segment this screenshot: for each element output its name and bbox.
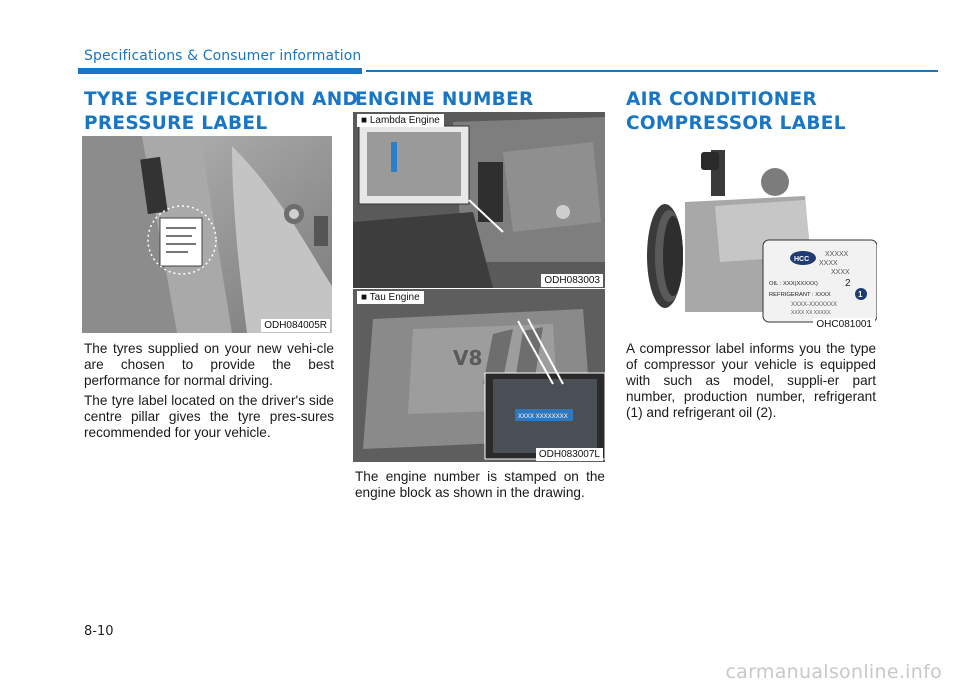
door-pillar-illustration (82, 136, 332, 333)
tyre-label-image: ODH084005R (82, 136, 332, 333)
engine-paragraph: The engine number is stamped on the engi… (355, 469, 605, 500)
header-rule-thin (366, 70, 938, 72)
aircon-heading: AIR CONDITIONER COMPRESSOR LABEL (626, 88, 846, 136)
callout-1: 1 (858, 290, 863, 299)
watermark: carmanualsonline.info (725, 661, 942, 683)
lambda-engine-label: ■ Lambda Engine (357, 114, 444, 127)
compressor-illustration: HCC XXXXX XXXX XXXX OIL : XXX(XXXXX) 2 R… (625, 136, 877, 332)
label-line-3: XXXX (831, 269, 850, 276)
aircon-heading-line1: AIR CONDITIONER (626, 89, 818, 110)
tyre-paragraph-1: The tyres supplied on your new vehi-cle … (84, 341, 334, 388)
header-rule-thick (78, 68, 362, 74)
callout-2: 2 (845, 278, 851, 289)
section-title: Specifications & Consumer information (84, 48, 362, 64)
v8-badge: V8 (453, 346, 482, 370)
aircon-heading-line2: COMPRESSOR LABEL (626, 113, 846, 134)
tyre-heading: TYRE SPECIFICATION AND PRESSURE LABEL (84, 88, 358, 136)
aircon-paragraph: A compressor label informs you the type … (626, 341, 876, 420)
tau-engine-image: V8 XXXX XXXXXXXX ■ Tau Engine ODH083007L (353, 289, 605, 462)
engine-stamp-text: XXXX XXXXXXXX (518, 414, 568, 420)
label-oil: OIL : XXX(XXXXX) (769, 281, 818, 287)
lambda-engine-illustration (353, 112, 605, 288)
engine-heading: ENGINE NUMBER (355, 89, 534, 110)
lambda-engine-image: ■ Lambda Engine ODH083003 (353, 112, 605, 288)
compressor-label-image: HCC XXXXX XXXX XXXX OIL : XXX(XXXXX) 2 R… (625, 136, 877, 332)
tau-image-code: ODH083007L (535, 448, 603, 461)
tyre-heading-line2: PRESSURE LABEL (84, 113, 268, 134)
label-line-7: XXXX XX XXXXX (791, 310, 831, 316)
label-line-6: XXXX-XXXXXXX (791, 302, 837, 308)
label-line-2: XXXX (819, 260, 838, 267)
label-line-1: XXXXX (825, 251, 849, 258)
tau-engine-illustration: V8 XXXX XXXXXXXX (353, 289, 605, 462)
tyre-paragraph-2: The tyre label located on the driver's s… (84, 393, 334, 440)
page-number: 8-10 (84, 624, 114, 639)
compressor-image-code: OHC081001 (813, 318, 875, 331)
lambda-image-code: ODH083003 (541, 274, 603, 287)
tyre-image-code: ODH084005R (261, 319, 330, 332)
label-refrigerant: REFRIGERANT : XXXX (769, 292, 831, 298)
hcc-logo: HCC (794, 256, 809, 263)
tyre-heading-line1: TYRE SPECIFICATION AND (84, 89, 359, 110)
tau-engine-label: ■ Tau Engine (357, 291, 424, 304)
